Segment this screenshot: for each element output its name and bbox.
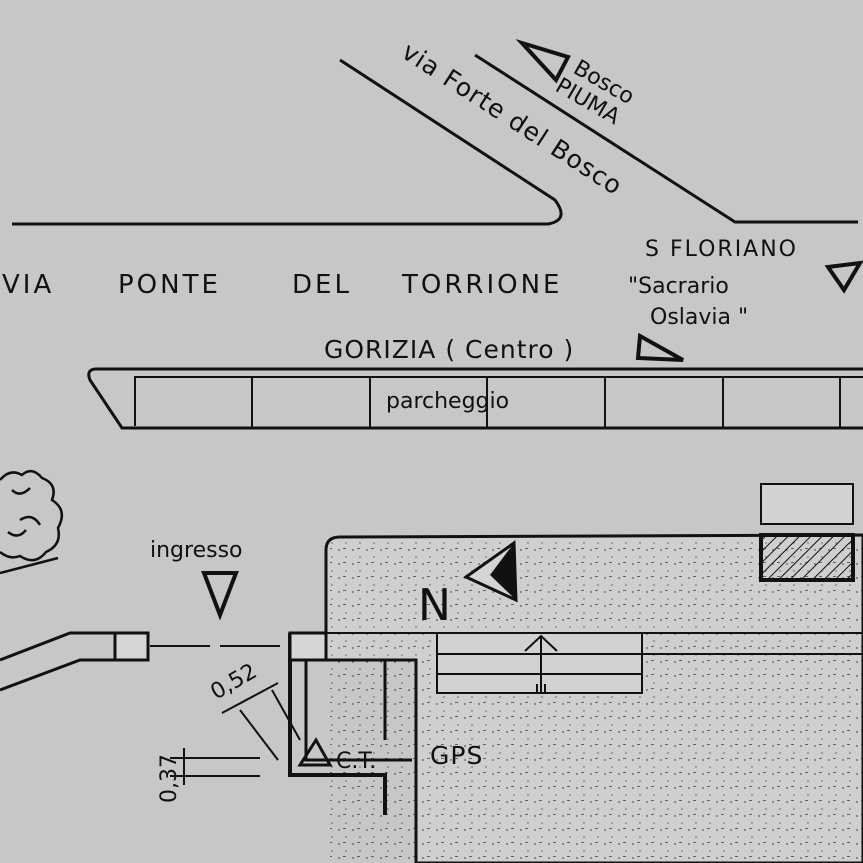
arrow-gorizia-icon	[635, 332, 684, 362]
dimension-052: 0,52	[207, 659, 262, 705]
plot-texture	[330, 540, 863, 863]
road-edge-diagonal	[474, 53, 858, 224]
road-edge-north	[12, 58, 563, 226]
street-ponte: PONTE	[118, 270, 221, 300]
gate-pillar-right	[288, 631, 328, 662]
label-entrance: ingresso	[150, 538, 243, 563]
street-del: DEL	[292, 270, 352, 300]
north-arrow-icon	[463, 540, 518, 603]
label-gps: GPS	[430, 741, 483, 770]
access-track	[436, 632, 643, 694]
label-north: N	[418, 580, 451, 631]
dimension-037: 0,37	[157, 754, 182, 803]
label-parking: parcheggio	[386, 389, 509, 414]
street-torrione: TORRIONE	[401, 270, 563, 300]
street-via: VIA	[2, 270, 54, 300]
label-oslavia: Oslavia "	[650, 305, 748, 330]
parking-strip	[87, 367, 863, 430]
parking-inner	[134, 376, 863, 426]
tree-icon	[0, 469, 64, 575]
ct-triangle-icon	[297, 737, 333, 767]
label-ct: C.T.	[336, 749, 376, 774]
track-lines	[326, 632, 863, 675]
arrow-entrance-icon	[201, 571, 239, 621]
label-s-floriano: S FLORIANO	[645, 237, 798, 262]
arrow-up-icon	[524, 634, 558, 692]
parking-stalls	[251, 377, 841, 428]
inner-wall	[304, 660, 412, 762]
outbuilding	[760, 483, 854, 525]
arrow-floriano-icon	[824, 260, 863, 294]
dimension-lines	[170, 682, 301, 785]
gate-pillar-left	[113, 631, 150, 662]
label-gorizia: GORIZIA ( Centro )	[324, 335, 574, 364]
arrow-bosco-icon	[515, 38, 571, 84]
label-sacrario: "Sacrario	[628, 274, 729, 299]
hatched-building	[759, 533, 855, 582]
boundary-wall	[288, 633, 387, 815]
